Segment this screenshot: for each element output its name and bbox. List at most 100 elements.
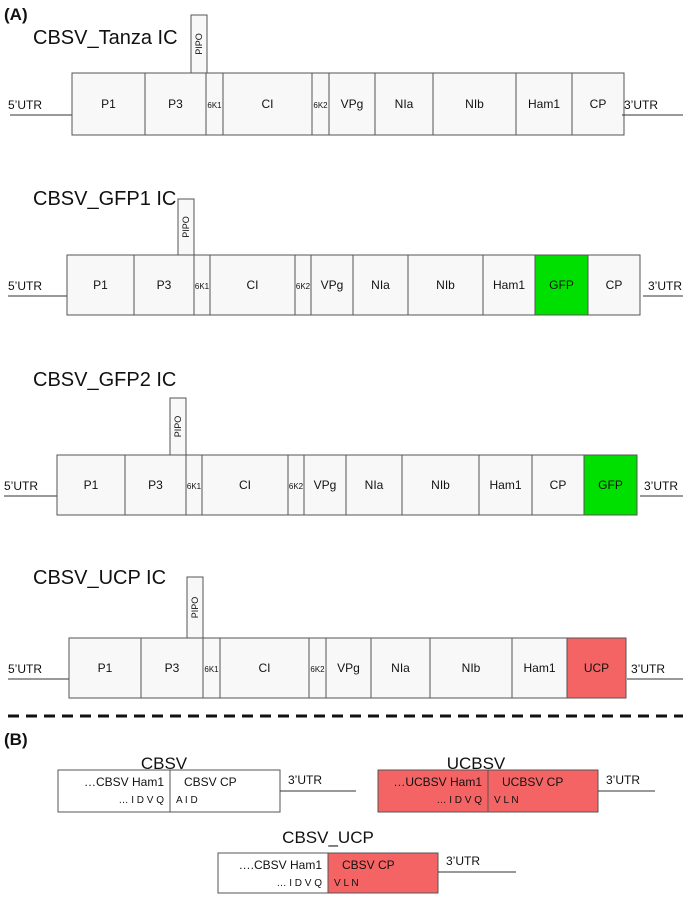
segment-label-p1: P1 [84,478,99,492]
segment-cp [531,454,585,516]
construct-title: CBSV_GFP2 IC [33,369,176,391]
segment-label-p3: P3 [157,278,172,292]
segment-p1 [66,254,135,316]
segment-vpg [303,454,347,516]
segment-p1 [56,454,126,516]
segment-label-ci: CI [239,478,251,492]
segment-ucp [566,637,627,699]
segment-vpg [328,72,376,136]
segment-label-vpg: VPg [321,278,344,292]
segment-label-gfp: GFP [549,278,574,292]
junction-left-label: …CBSV Ham1 [84,775,164,789]
segment-cp [571,72,625,136]
segment-p3 [133,254,195,316]
junction-left-box [217,852,329,894]
construct-title: CBSV_Tanza IC [33,27,178,49]
segment-label-nib: NIb [431,478,450,492]
segment-ci [201,454,289,516]
junction-right-aa: V L N [334,878,359,889]
segment-p3 [124,454,187,516]
segment-ham1 [515,72,573,136]
segment-nib [429,637,513,699]
segment-label-6k1: 6K1 [187,482,202,491]
segment-label-ucp: UCP [584,661,609,675]
junction-left-aa: … I D V Q [436,795,482,806]
segment-label-ci: CI [247,278,259,292]
segment-p3 [144,72,207,136]
junction-left-aa: … I D V Q [118,795,164,806]
junction-title: UCBSV [447,754,506,773]
panel-a-label: (A) [4,5,28,24]
junction-right-label: UCBSV CP [502,775,563,789]
segment-label-p3: P3 [165,661,180,675]
segment-label-p1: P1 [101,97,116,111]
pipo-label: PIPO [190,597,200,619]
segment-label-cp: CP [550,478,567,492]
utr5-label: 5’UTR [8,98,42,112]
segment-nib [401,454,480,516]
segment-p1 [68,637,142,699]
segment-ci [219,637,310,699]
segment-label-ham1: Ham1 [523,661,555,675]
segment-label-ci: CI [262,97,274,111]
segment-ham1 [482,254,536,316]
utr3-label: 3’UTR [648,279,682,293]
junction-right-label: CBSV CP [184,775,237,789]
junction-left-label: …UCBSV Ham1 [393,775,482,789]
utr3-label: 3’UTR [624,98,658,112]
segment-ham1 [511,637,568,699]
segment-ham1 [478,454,533,516]
segment-label-nib: NIb [462,661,481,675]
segment-gfp [534,254,589,316]
segment-label-ham1: Ham1 [489,478,521,492]
pipo-label: PIPO [181,216,191,238]
junction-title: CBSV [141,754,188,773]
segment-gfp [583,454,638,516]
utr5-label: 5’UTR [8,662,42,676]
segment-vpg [325,637,372,699]
pipo-label: PIPO [173,416,183,438]
segment-label-6k2: 6K2 [296,282,311,291]
segment-label-p1: P1 [98,661,113,675]
segment-cp [587,254,641,316]
segment-label-nia: NIa [365,478,384,492]
junction-left-box [57,769,171,813]
segment-nia [352,254,409,316]
segment-vpg [310,254,354,316]
segment-label-6k2: 6K2 [310,665,325,674]
segment-label-nia: NIa [371,278,390,292]
pipo-label: PIPO [194,33,204,55]
segment-label-p3: P3 [168,97,183,111]
construct-title: CBSV_GFP1 IC [33,188,176,210]
junction-left-aa: … I D V Q [276,878,322,889]
junction-utr3-label: 3’UTR [446,854,480,868]
junction-right-label: CBSV CP [342,858,395,872]
junction-right-box [487,769,599,813]
segment-p3 [140,637,204,699]
segment-label-gfp: GFP [598,478,623,492]
utr5-label: 5’UTR [4,479,38,493]
segment-label-p3: P3 [148,478,163,492]
junction-utr3-label: 3’UTR [288,773,322,787]
segment-label-6k2: 6K2 [289,482,304,491]
panel-b-label: (B) [4,730,28,749]
segment-label-6k1: 6K1 [195,282,210,291]
junction-left-box [377,769,489,813]
segment-label-nia: NIa [395,97,414,111]
segment-label-6k2: 6K2 [313,101,328,110]
segment-nia [370,637,431,699]
segment-label-ham1: Ham1 [493,278,525,292]
utr5-label: 5’UTR [8,279,42,293]
junction-right-box [169,769,281,813]
segment-label-p1: P1 [93,278,108,292]
junction-title: CBSV_UCP [282,828,374,847]
segment-label-nib: NIb [465,97,484,111]
junction-left-label: ….CBSV Ham1 [239,858,323,872]
